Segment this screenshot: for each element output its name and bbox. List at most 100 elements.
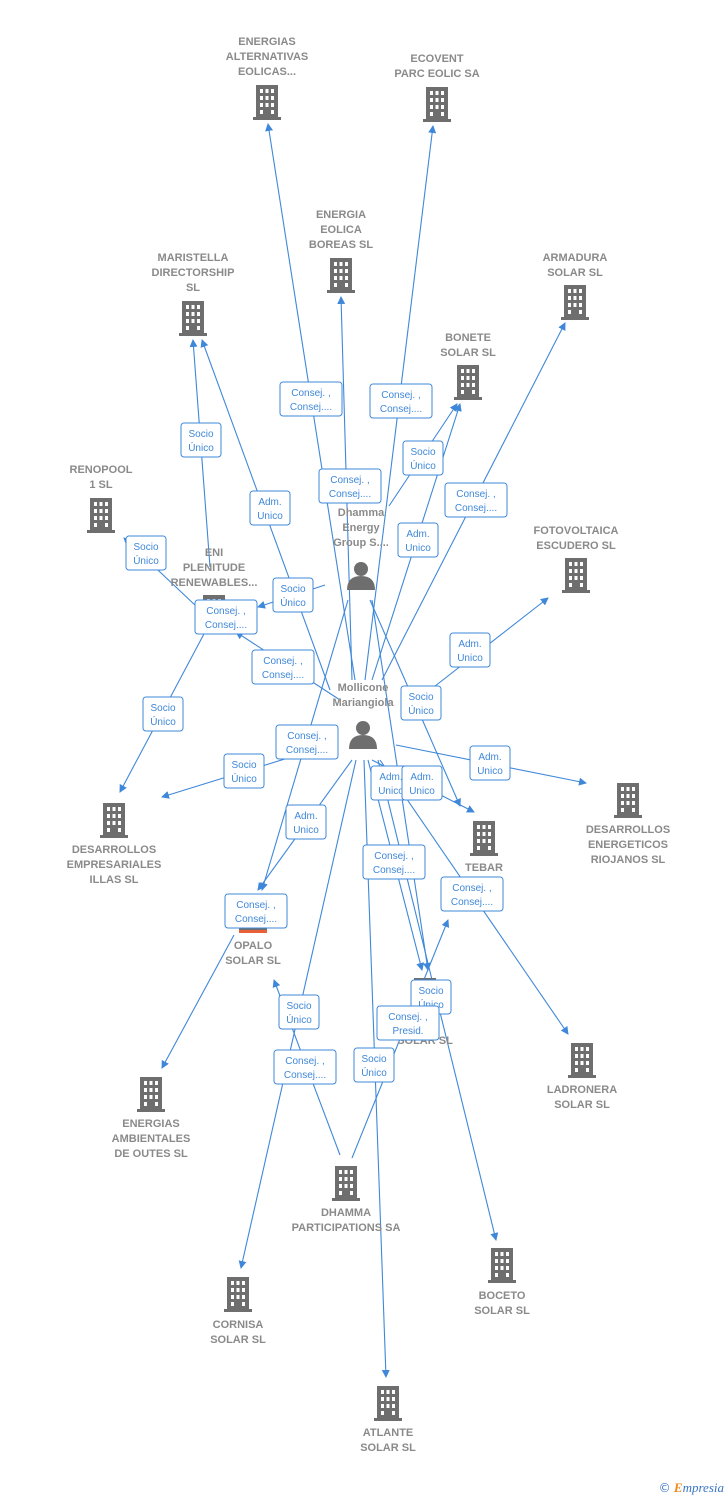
node-label: 1 SL — [89, 479, 113, 491]
relation-label: Adm.Unico — [401, 765, 443, 801]
node-label: PARTICIPATIONS SA — [292, 1222, 401, 1234]
node-label: ESCUDERO SL — [536, 540, 616, 552]
node-eni[interactable]: ENI PLENITUDE RENEWABLES... — [171, 547, 258, 630]
relation-label: Consej. ,Consej.... — [251, 649, 315, 685]
node-label: ENI — [205, 547, 223, 559]
node-label: ALTERNATIVAS — [226, 51, 309, 63]
node-label: LADRONERA — [547, 1084, 617, 1096]
node-dhamma_part[interactable]: DHAMMA PARTICIPATIONS SA — [292, 1166, 401, 1234]
relation-text: Socio — [280, 584, 305, 595]
node-ecovent[interactable]: ECOVENT PARC EOLIC SA — [394, 53, 480, 122]
building-icon — [488, 1248, 516, 1283]
node-label: ENERGETICOS — [588, 839, 668, 851]
node-label: PLENITUDE — [183, 562, 245, 574]
relation-text: Socio — [410, 447, 435, 458]
relation-text: Consej.... — [284, 1070, 326, 1081]
relation-label: Adm.Unico — [285, 804, 327, 840]
highlight-marker — [239, 927, 267, 933]
relation-label: Consej. ,Consej.... — [444, 482, 508, 518]
node-label: EOLICA — [320, 224, 362, 236]
node-label: TEBAR — [465, 862, 503, 874]
relation-text: Consej. , — [263, 656, 302, 667]
relation-text: Unico — [457, 653, 483, 664]
node-label: ECOVENT — [410, 53, 463, 65]
node-label: RENEWABLES... — [171, 577, 258, 589]
relation-label: Consej. ,Consej.... — [318, 468, 382, 504]
node-label: Group S.... — [333, 537, 389, 549]
node-label: CORNISA — [213, 1319, 264, 1331]
relation-text: Consej. , — [291, 388, 330, 399]
relation-label: Consej. ,Consej.... — [279, 381, 343, 417]
relation-text: Socio — [150, 703, 175, 714]
relation-text: Consej.... — [235, 914, 277, 925]
relation-label: Consej. , Consej.... — [369, 383, 433, 419]
relations-layer: Consej. , Consej.... Consej. , Consej.... Co… — [125, 381, 511, 1085]
node-label: ARMADURA — [543, 252, 608, 264]
node-ladronera[interactable]: LADRONERA SOLAR SL — [547, 1043, 617, 1111]
node-label: MARISTELLA — [158, 252, 229, 264]
relation-text: Socio — [418, 986, 443, 997]
node-label: ATLANTE — [363, 1427, 414, 1439]
relation-text: Socio — [286, 1001, 311, 1012]
relation-label: Consej. ,Consej.... — [194, 599, 258, 635]
node-label: EOLICAS... — [238, 66, 296, 78]
node-label: SOLAR SL — [554, 1099, 610, 1111]
node-label: DHAMMA — [321, 1207, 371, 1219]
relation-text: Único — [231, 772, 257, 785]
relation-text: Presid. — [392, 1026, 423, 1037]
relation-text: Adm. — [379, 772, 402, 783]
brand-name: mpresia — [682, 1480, 724, 1495]
relation-text: Consej.... — [455, 503, 497, 514]
relation-text: Consej. , — [381, 390, 420, 401]
edge-opalo-to-energias_amb — [161, 934, 235, 1069]
building-icon — [87, 498, 115, 533]
building-icon — [179, 301, 207, 336]
relation-label: Consej. ,Consej.... — [275, 724, 339, 760]
footer-brand: © Empresia — [659, 1480, 724, 1496]
node-energias_alt[interactable]: ENERGIASALTERNATIVASEOLICAS... — [226, 36, 309, 120]
relation-text: Único — [361, 1066, 387, 1079]
relation-text: Socio — [408, 692, 433, 703]
building-icon — [137, 1077, 165, 1112]
relation-text: Consej.... — [380, 404, 422, 415]
relation-text: Unico — [293, 825, 319, 836]
node-label: OPALO — [234, 940, 273, 952]
relation-label: Adm.Unico — [469, 745, 511, 781]
building-icon — [454, 365, 482, 400]
brand-initial: E — [673, 1480, 683, 1495]
relation-text: Único — [150, 715, 176, 728]
relation-text: Unico — [409, 786, 435, 797]
node-label: AMBIENTALES — [112, 1133, 191, 1145]
relation-text: Consej. , — [285, 1056, 324, 1067]
relation-text: Adm. — [478, 752, 501, 763]
relation-text: Consej. , — [374, 851, 413, 862]
node-label: SOLAR SL — [440, 347, 496, 359]
relation-text: Socio — [361, 1054, 386, 1065]
node-label: PARC EOLIC SA — [394, 68, 479, 80]
relation-text: Consej. , — [330, 475, 369, 486]
node-label: BOREAS SL — [309, 239, 373, 251]
node-label: DESARROLLOS — [72, 844, 156, 856]
relation-text: Adm. — [406, 529, 429, 540]
